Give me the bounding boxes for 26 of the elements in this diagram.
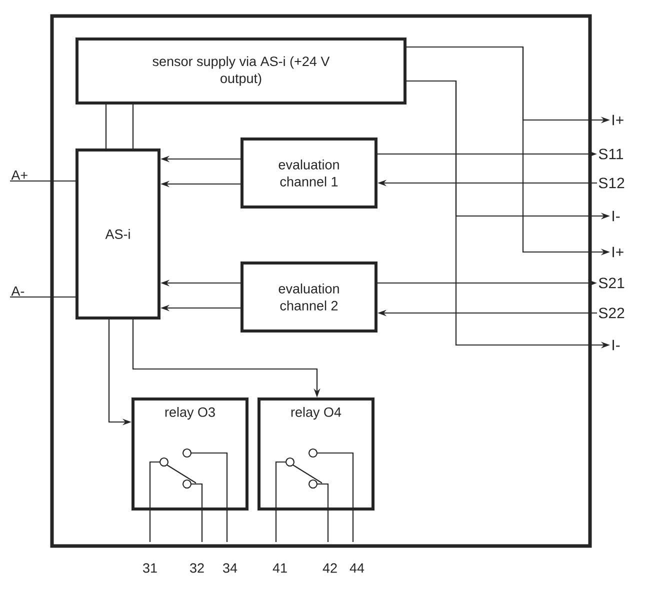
terminal-number: 34 bbox=[223, 563, 238, 573]
terminal-number: 44 bbox=[350, 563, 364, 573]
relay-box: relay O3 bbox=[132, 398, 248, 510]
bus-terminal-label: A+ bbox=[11, 170, 28, 180]
terminal-number: 31 bbox=[143, 563, 157, 573]
connector-line bbox=[10, 180, 76, 182]
supply-box: sensor supply via AS-i (+24 V output) bbox=[76, 38, 406, 104]
relay-box: relay O4 bbox=[258, 398, 374, 510]
terminal-label: I+ bbox=[612, 246, 624, 258]
terminal-number: 32 bbox=[190, 563, 204, 573]
terminal-label: S11 bbox=[598, 148, 624, 160]
terminal-label: S12 bbox=[598, 178, 624, 188]
bus-terminal-label: A- bbox=[11, 286, 24, 296]
terminal-label: S21 bbox=[598, 278, 624, 288]
terminal-label: I- bbox=[612, 210, 620, 222]
interface-box: AS-i bbox=[76, 148, 160, 320]
terminal-label: S22 bbox=[598, 308, 624, 318]
terminal-number: 42 bbox=[322, 563, 337, 573]
terminal-number: 41 bbox=[272, 563, 287, 573]
connector-line bbox=[132, 104, 134, 148]
channel-box: evaluation channel 1 bbox=[240, 138, 378, 208]
terminal-label: I+ bbox=[612, 114, 624, 126]
connector-line bbox=[10, 296, 76, 298]
connector-line bbox=[105, 104, 107, 148]
channel-box: evaluation channel 2 bbox=[240, 262, 378, 332]
terminal-label: I- bbox=[612, 340, 620, 350]
